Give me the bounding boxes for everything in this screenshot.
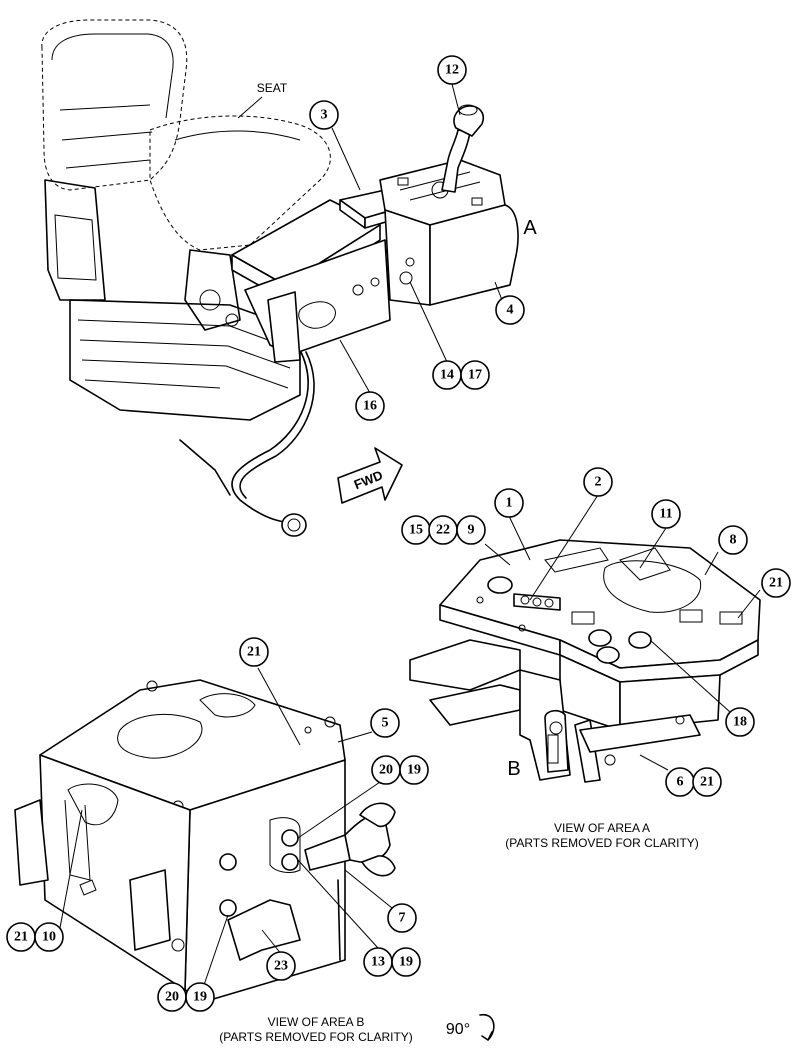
callout-21-area-a-top: 21 [761,568,791,598]
callout-1: 1 [494,488,524,518]
svg-text:21: 21 [247,645,261,660]
svg-text:19: 19 [407,763,421,778]
callout-20-lower: 20 [157,982,187,1012]
callout-20-upper: 20 [371,755,401,785]
seat-leader-line [237,96,263,119]
svg-text:6: 6 [677,775,684,790]
svg-text:14: 14 [440,368,454,383]
area-a-drawing [409,539,761,783]
callout-11: 11 [651,499,681,529]
callout-6: 6 [665,767,695,797]
callout-10: 10 [34,922,64,952]
rotation-symbol: 90° [446,1014,495,1041]
svg-text:9: 9 [468,523,475,538]
view-b-caption-line2: (PARTS REMOVED FOR CLARITY) [219,1030,413,1044]
svg-text:3: 3 [321,108,328,123]
callout-2: 2 [583,467,613,497]
callout-13: 13 [363,947,393,977]
svg-text:18: 18 [733,715,747,730]
rotation-label: 90° [446,1021,470,1038]
callout-22: 22 [428,515,458,545]
forward-arrow-icon: FWD [337,447,403,504]
svg-text:21: 21 [769,576,783,591]
callout-18: 18 [725,707,755,737]
callout-19-middle: 19 [391,947,421,977]
callout-3: 3 [309,100,339,130]
svg-text:11: 11 [659,507,672,522]
area-b-label: B [507,758,520,780]
callout-17: 17 [460,360,490,390]
svg-text:16: 16 [363,399,377,414]
callout-15: 15 [401,515,431,545]
rotate-arrow-icon [479,1014,495,1041]
callout-14: 14 [432,360,462,390]
svg-text:1: 1 [506,496,513,511]
svg-text:22: 22 [436,523,450,538]
callout-21-area-b-left: 21 [6,922,36,952]
callout-19-lower: 19 [185,982,215,1012]
leader-lines [59,83,761,986]
svg-text:21: 21 [700,775,714,790]
callout-19-upper: 19 [399,755,429,785]
svg-text:19: 19 [193,990,207,1005]
view-b-caption-line1: VIEW OF AREA B [268,1015,365,1029]
callout-21-area-a-bottom: 21 [692,767,722,797]
svg-text:19: 19 [399,955,413,970]
svg-text:17: 17 [468,368,482,383]
callout-7: 7 [387,903,417,933]
seat-label: SEAT [257,81,288,95]
callout-5: 5 [370,708,400,738]
svg-text:4: 4 [507,303,514,318]
svg-text:7: 7 [399,911,406,926]
svg-text:15: 15 [409,523,423,538]
view-a-caption-line2: (PARTS REMOVED FOR CLARITY) [505,836,699,850]
svg-text:20: 20 [165,990,179,1005]
callout-16: 16 [355,391,385,421]
svg-text:21: 21 [14,930,28,945]
seat-assembly-drawing [41,19,519,537]
area-a-label: A [523,217,537,239]
callout-9: 9 [456,515,486,545]
svg-text:23: 23 [274,959,288,974]
svg-text:20: 20 [379,763,393,778]
callout-12: 12 [437,55,467,85]
svg-text:12: 12 [445,63,459,78]
callout-21-area-b-top: 21 [239,637,269,667]
svg-text:8: 8 [730,533,737,548]
area-b-drawing [14,679,396,1001]
view-a-caption-line1: VIEW OF AREA A [554,821,650,835]
callout-4: 4 [495,295,525,325]
svg-text:13: 13 [371,955,385,970]
svg-text:5: 5 [382,716,389,731]
callout-8: 8 [718,525,748,555]
svg-text:2: 2 [595,475,602,490]
callout-23: 23 [266,951,296,981]
svg-text:10: 10 [42,930,56,945]
